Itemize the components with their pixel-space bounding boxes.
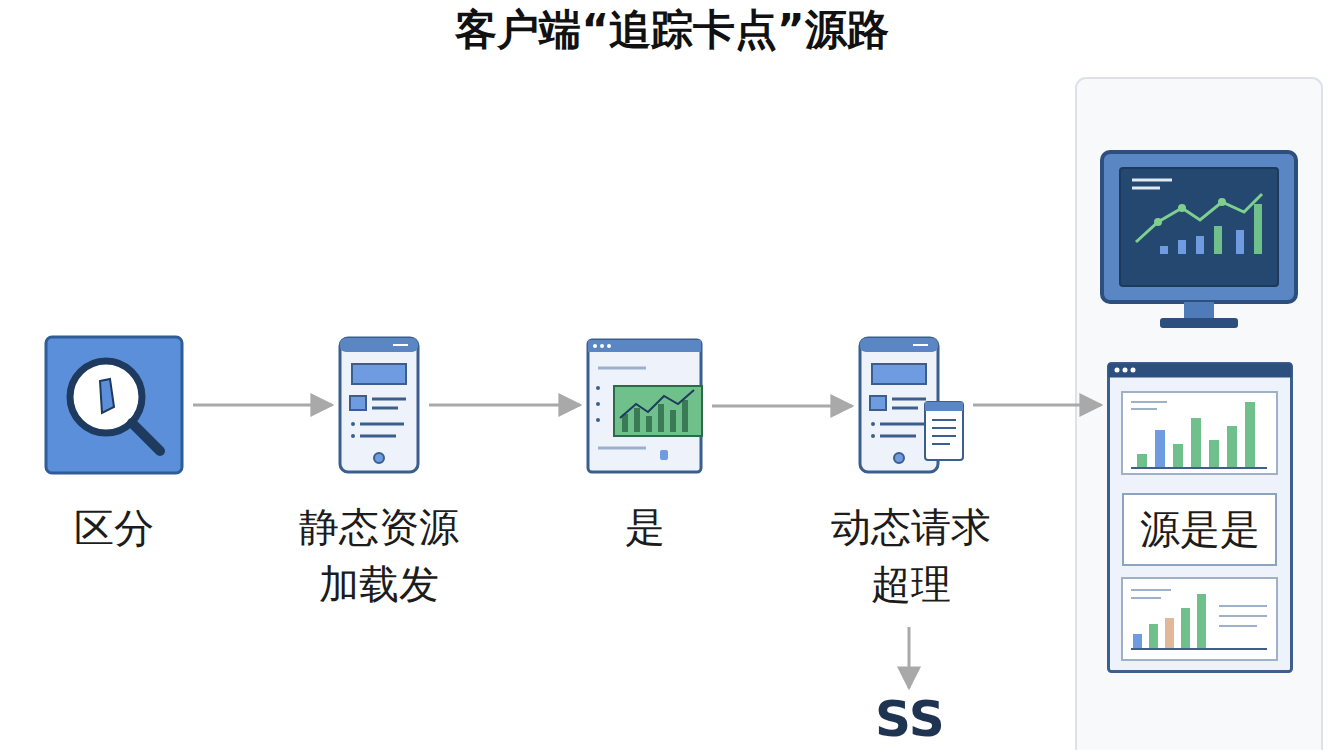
mobile-page-icon: 静态资源 加载发 bbox=[338, 336, 420, 474]
search-icon-box: 区分 bbox=[44, 335, 184, 475]
flow-arrow bbox=[429, 404, 580, 407]
browser-chart-icon: 是 bbox=[586, 338, 703, 474]
flow-arrow bbox=[193, 404, 332, 407]
node-label: 是 bbox=[545, 499, 745, 556]
mobile-request-icon: 动态请求 超理 bbox=[858, 336, 964, 474]
flow-arrow bbox=[712, 405, 852, 408]
ss-label-node: SS bbox=[850, 690, 970, 748]
diagram-title: 客户端“追踪卡点”源路 bbox=[0, 2, 1344, 58]
flow-arrow bbox=[908, 627, 911, 688]
monitor-icon bbox=[1102, 152, 1296, 328]
node-label: 静态资源 加载发 bbox=[289, 499, 469, 613]
node-label: 源是是 bbox=[1122, 493, 1277, 566]
node-label: SS bbox=[850, 690, 970, 748]
dashboard-browser: 源是是 bbox=[1107, 362, 1293, 673]
right-panel bbox=[1076, 78, 1322, 750]
node-label: 动态请求 超理 bbox=[821, 499, 1001, 613]
node-label: 区分 bbox=[14, 500, 214, 557]
flow-arrow bbox=[973, 404, 1101, 407]
